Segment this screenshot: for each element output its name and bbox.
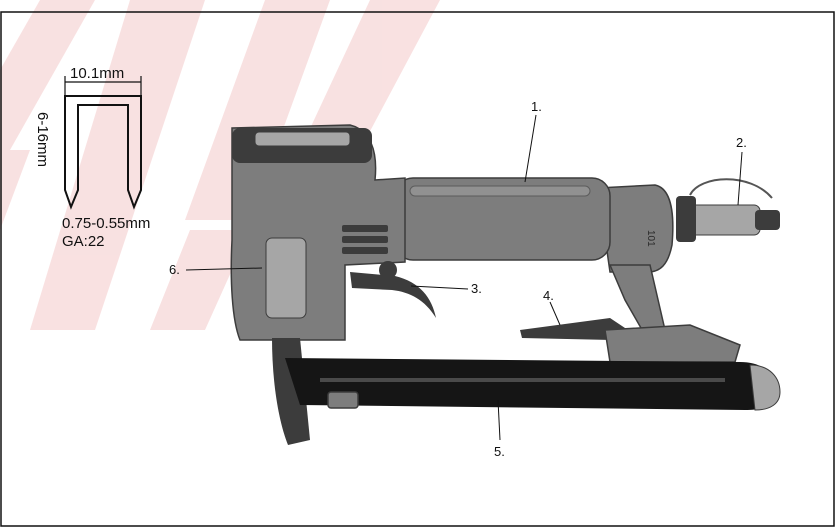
trigger-spring <box>379 261 397 279</box>
watermark-stripe <box>30 0 205 330</box>
callouts: 1. 2. 3. 4. 5. 6. <box>169 99 747 459</box>
staple-leg-length-label: 6-16mm <box>34 112 51 167</box>
callout-leader-6 <box>185 267 263 271</box>
hose-loop <box>689 178 773 199</box>
staple-width-label: 10.1mm <box>70 65 124 82</box>
magazine-latch <box>604 324 741 363</box>
fin <box>342 247 388 254</box>
watermark-stripe <box>185 0 330 220</box>
watermark-stripe <box>0 150 30 230</box>
staple-spec-drawing: 10.1mm 6-16mm 0.75-0.55mm GA:22 <box>34 65 150 250</box>
callout-label-2: 2. <box>736 135 747 150</box>
callout-leader-4 <box>549 301 561 326</box>
trigger <box>350 272 436 318</box>
rear-housing <box>597 184 674 273</box>
air-coupler <box>689 204 761 236</box>
figure-border <box>0 11 835 527</box>
barrel-highlight <box>409 185 591 197</box>
callout-leader-3 <box>410 285 469 290</box>
fin <box>342 236 388 243</box>
head-cap-top <box>254 131 351 147</box>
callout-label-6: 6. <box>169 262 180 277</box>
callout-label-1: 1. <box>531 99 542 114</box>
magazine <box>285 358 775 410</box>
magazine-slide <box>327 391 359 409</box>
fin <box>342 225 388 232</box>
coupler-collar <box>676 196 696 242</box>
stapler-illustration: 101 <box>230 124 781 445</box>
magazine-lever <box>520 318 628 342</box>
watermark <box>0 0 440 330</box>
staple-outline-outer <box>64 95 142 210</box>
callout-label-4: 4. <box>543 288 554 303</box>
magazine-end-cap <box>749 364 781 411</box>
magazine-rail <box>320 378 725 382</box>
staple-wire-label: 0.75-0.55mm <box>62 215 150 232</box>
watermark-stripe <box>0 0 95 150</box>
callout-leader-1 <box>524 114 537 183</box>
air-coupler-tip <box>755 210 780 230</box>
callout-label-5: 5. <box>494 444 505 459</box>
staple-gauge-label: GA:22 <box>62 233 105 250</box>
grip-panel <box>265 237 307 319</box>
callout-leader-5 <box>497 399 501 441</box>
watermark-stripe <box>150 230 250 330</box>
rear-housing-mark: 101 <box>645 230 656 247</box>
callout-label-3: 3. <box>471 281 482 296</box>
cooling-fins <box>342 225 388 254</box>
callout-leader-2 <box>737 151 743 206</box>
watermark-stripe <box>300 0 440 150</box>
